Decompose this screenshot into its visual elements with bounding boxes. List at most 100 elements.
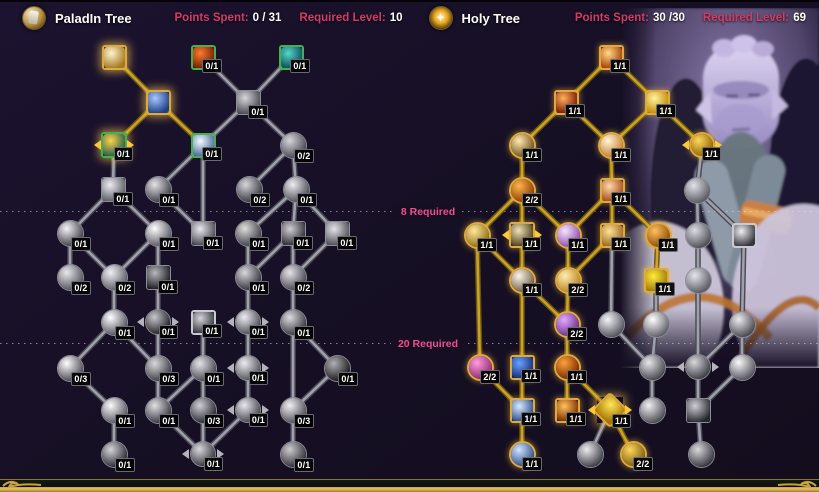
talent-node-gray-talent[interactable]: 0/2 bbox=[101, 264, 128, 291]
talent-node-guardian-portrait[interactable]: 1/1 bbox=[600, 223, 625, 248]
talent-node-choice-gray[interactable]: 0/1 bbox=[190, 441, 216, 467]
talent-node-dark-drop[interactable]: 0/1 bbox=[146, 265, 171, 290]
talent-node-choice-valkyr[interactable]: 1/1 bbox=[597, 397, 623, 423]
talent-node-gray-talent[interactable]: 0/1 bbox=[281, 221, 306, 246]
talent-node-gray-talent[interactable]: 0/2 bbox=[57, 264, 84, 291]
talent-node-light-hand[interactable]: 1/1 bbox=[464, 222, 491, 249]
talent-node-gray-gauntlet[interactable] bbox=[685, 222, 712, 249]
talent-node-gray-fist[interactable] bbox=[639, 354, 666, 381]
talent-node-moth-light[interactable]: 1/1 bbox=[509, 267, 536, 294]
bottom-ornament-bar bbox=[0, 479, 819, 492]
talent-node-gray-figure[interactable] bbox=[688, 441, 715, 468]
talent-node-golden-angel[interactable]: 2/2 bbox=[555, 267, 582, 294]
talent-node-gray-talent[interactable]: 0/1 bbox=[235, 264, 262, 291]
talent-node-gray-talent[interactable]: 0/2 bbox=[280, 264, 307, 291]
talent-node-arcane-swirl[interactable]: 1/1 bbox=[510, 355, 535, 380]
talent-node-avatar-of-light[interactable]: 2/2 bbox=[509, 177, 536, 204]
talent-node-gray-talent[interactable]: 0/2 bbox=[236, 176, 263, 203]
talent-node-gray-wings[interactable] bbox=[729, 311, 756, 338]
points-badge: 2/2 bbox=[633, 457, 652, 471]
talent-node-gray-talent[interactable]: 0/1 bbox=[236, 90, 261, 115]
talent-node-gray-burst[interactable]: 0/3 bbox=[57, 355, 84, 382]
talent-node-storm-hammer[interactable]: 0/1 bbox=[279, 45, 304, 70]
points-badge: 0/1 bbox=[294, 326, 313, 340]
points-badge: 0/2 bbox=[115, 281, 134, 295]
talent-node-prayer[interactable]: 1/1 bbox=[509, 132, 536, 159]
talent-node-choice-gray[interactable]: 0/1 bbox=[235, 309, 261, 335]
points-spent-label: Points Spent: bbox=[575, 12, 649, 24]
talent-node-flame-altar[interactable]: 1/1 bbox=[554, 90, 579, 115]
radiant-relic-icon bbox=[104, 47, 125, 68]
choice-arrow-left-icon bbox=[682, 140, 689, 150]
talent-node-gray-hammer[interactable]: 0/1 bbox=[190, 355, 217, 382]
talent-node-purple-chalice[interactable]: 2/2 bbox=[554, 311, 581, 338]
talent-node-choice-cube[interactable]: 1/1 bbox=[509, 222, 535, 248]
gray-swirl-icon bbox=[578, 442, 603, 467]
talent-node-dagger-strike[interactable]: 1/1 bbox=[509, 441, 536, 468]
talent-node-gray-talent[interactable]: 0/1 bbox=[235, 220, 262, 247]
talent-node-gray-rays[interactable] bbox=[643, 311, 670, 338]
talent-node-gray-talent[interactable]: 0/1 bbox=[145, 176, 172, 203]
talent-node-glowing-shield[interactable]: 1/1 bbox=[600, 178, 625, 203]
talent-node-gray-cross[interactable]: 0/1 bbox=[101, 441, 128, 468]
talent-node-flame-column[interactable]: 1/1 bbox=[554, 354, 581, 381]
talent-node-radiant-relic[interactable] bbox=[102, 45, 127, 70]
talent-node-choice-light[interactable]: 1/1 bbox=[689, 132, 715, 158]
talent-node-gray-sphere[interactable] bbox=[685, 267, 712, 294]
points-badge: 0/3 bbox=[159, 372, 178, 386]
choice-arrow-left-icon bbox=[227, 317, 234, 327]
talent-node-gray-strike[interactable]: 0/3 bbox=[280, 397, 307, 424]
talent-node-gray-winged-sword[interactable]: 0/1 bbox=[280, 441, 307, 468]
points-badge: 0/1 bbox=[159, 325, 178, 339]
talent-node-crusade-rune[interactable]: 0/1 bbox=[191, 45, 216, 70]
talent-node-gray-burst[interactable] bbox=[598, 311, 625, 338]
talent-node-gray-tabard[interactable]: 0/3 bbox=[190, 397, 217, 424]
talent-node-holy-spear[interactable]: 1/1 bbox=[599, 45, 624, 70]
talent-node-choice-blessing[interactable]: 0/1 bbox=[101, 132, 127, 158]
talent-node-pink-rune[interactable]: 2/2 bbox=[467, 354, 494, 381]
talent-node-gray-medal[interactable]: 0/1 bbox=[191, 310, 216, 335]
talent-node-gray-talent[interactable]: 0/2 bbox=[280, 132, 307, 159]
talent-node-gray-star[interactable]: 0/1 bbox=[101, 309, 128, 336]
talent-node-golden-gloves[interactable]: 1/1 bbox=[644, 268, 669, 293]
talent-node-gray-talent[interactable]: 0/1 bbox=[283, 176, 310, 203]
talent-node-gray-fist[interactable]: 0/1 bbox=[325, 221, 350, 246]
gray-fist-icon bbox=[640, 355, 665, 380]
talent-node-gray-talent[interactable]: 0/1 bbox=[145, 220, 172, 247]
talent-node-holy-burst[interactable]: 1/1 bbox=[555, 222, 582, 249]
talent-node-gray-armored[interactable] bbox=[686, 398, 711, 423]
talent-node-gray-feathers[interactable]: 0/1 bbox=[101, 397, 128, 424]
talent-node-gray-priest[interactable]: 0/1 bbox=[145, 397, 172, 424]
talent-node-fire-blade[interactable]: 1/1 bbox=[555, 398, 580, 423]
talent-node-gray-talent[interactable]: 0/1 bbox=[57, 220, 84, 247]
points-badge: 0/1 bbox=[159, 193, 178, 207]
talent-node-golden-guard[interactable]: 2/2 bbox=[620, 441, 647, 468]
talent-node-gray-sphere[interactable] bbox=[684, 177, 711, 204]
talent-node-choice-gray[interactable]: 0/1 bbox=[235, 397, 261, 423]
talent-node-light-rays[interactable]: 1/1 bbox=[645, 90, 670, 115]
talent-node-radiant-figure[interactable]: 1/1 bbox=[645, 222, 672, 249]
points-badge: 0/1 bbox=[297, 193, 316, 207]
left-flourish-icon bbox=[2, 477, 42, 491]
talent-node-gray-swirl[interactable] bbox=[577, 441, 604, 468]
talent-node-gray-shield[interactable]: 0/1 bbox=[280, 309, 307, 336]
choice-arrow-left-icon bbox=[182, 449, 189, 459]
talent-node-charger[interactable]: 0/1 bbox=[191, 133, 216, 158]
talent-node-holy-nova[interactable]: 1/1 bbox=[598, 132, 625, 159]
points-badge: 0/1 bbox=[113, 192, 132, 206]
talent-node-gray-talent[interactable]: 0/1 bbox=[101, 177, 126, 202]
points-spent-value: 30 /30 bbox=[653, 12, 685, 24]
talent-node-gray-hammer[interactable]: 0/1 bbox=[191, 221, 216, 246]
talent-node-choice-gray[interactable]: 0/1 bbox=[235, 355, 261, 381]
talent-node-dark-helm[interactable]: 0/1 bbox=[324, 355, 351, 382]
talent-node-divine-shield[interactable] bbox=[146, 90, 171, 115]
talent-node-choice-gray[interactable]: 0/1 bbox=[145, 309, 171, 335]
talent-node-gray-emblem[interactable] bbox=[732, 223, 757, 248]
talent-node-choice-gray[interactable] bbox=[685, 354, 711, 380]
talent-node-gray-figure[interactable]: 0/3 bbox=[145, 355, 172, 382]
talent-node-gray-beam[interactable] bbox=[729, 354, 756, 381]
talent-node-gray-burst[interactable] bbox=[639, 397, 666, 424]
talent-node-blue-dagger[interactable]: 1/1 bbox=[510, 398, 535, 423]
gray-armored-icon bbox=[687, 399, 710, 422]
points-badge: 1/1 bbox=[567, 370, 586, 384]
